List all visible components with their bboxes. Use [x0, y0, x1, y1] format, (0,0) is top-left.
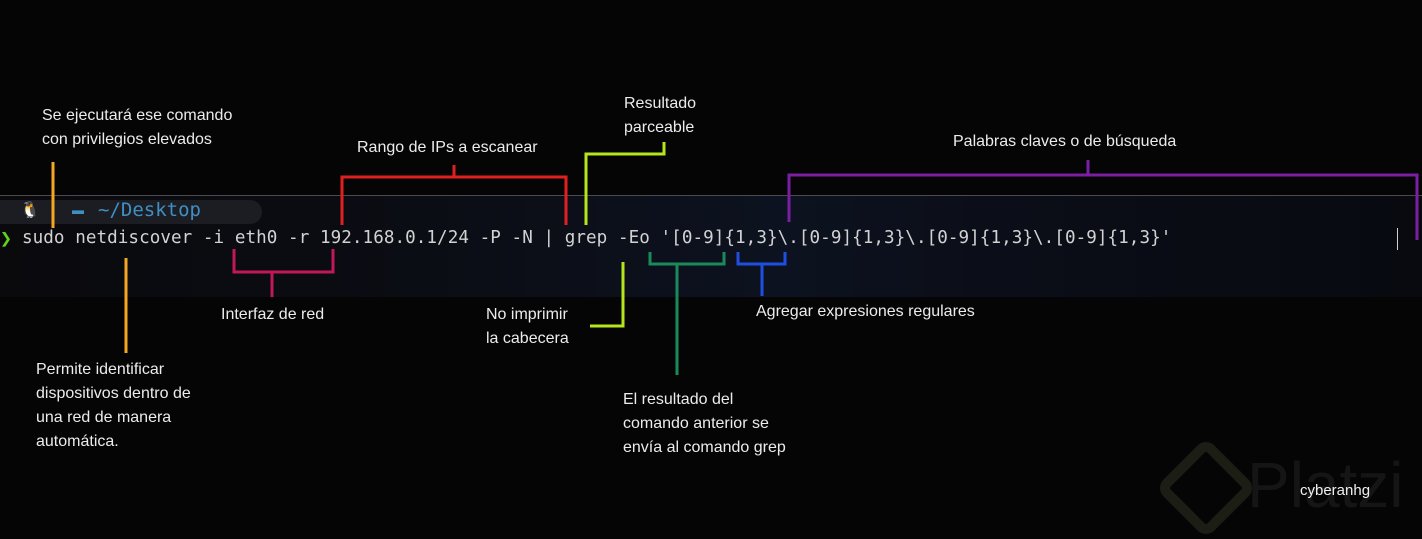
annotation-keywords: Palabras claves o de búsqueda: [953, 133, 1177, 150]
annotation-parseable: Resultado parceable: [624, 95, 697, 136]
terminal-separator: [0, 195, 1422, 196]
annotation-pipe: El resultado del comando anterior se env…: [623, 391, 786, 456]
annotation-interface: Interfaz de red: [221, 306, 325, 323]
author-credit: cyberanhg: [1300, 482, 1371, 499]
folder-icon: ▬: [72, 203, 84, 217]
annotation-no-header: No imprimir la cabecera: [486, 306, 569, 347]
command-line[interactable]: sudo netdiscover -i eth0 -r 192.168.0.1/…: [22, 228, 1172, 248]
prompt-bar: [0, 200, 262, 224]
annotation-sudo: Se ejecutará ese comando con privilegios…: [42, 107, 233, 148]
watermark-text: Platzi: [1247, 449, 1404, 521]
annotation-netdiscover: Permite identificar dispositivos dentro …: [36, 361, 191, 450]
tux-icon: 🐧: [20, 202, 40, 219]
text-cursor: [1397, 228, 1398, 250]
current-directory: ~/Desktop: [98, 199, 201, 221]
prompt-chevron-icon: ❯: [0, 226, 13, 250]
annotation-ip-range: Rango de IPs a escanear: [357, 139, 538, 156]
annotation-regex: Agregar expresiones regulares: [756, 303, 975, 320]
